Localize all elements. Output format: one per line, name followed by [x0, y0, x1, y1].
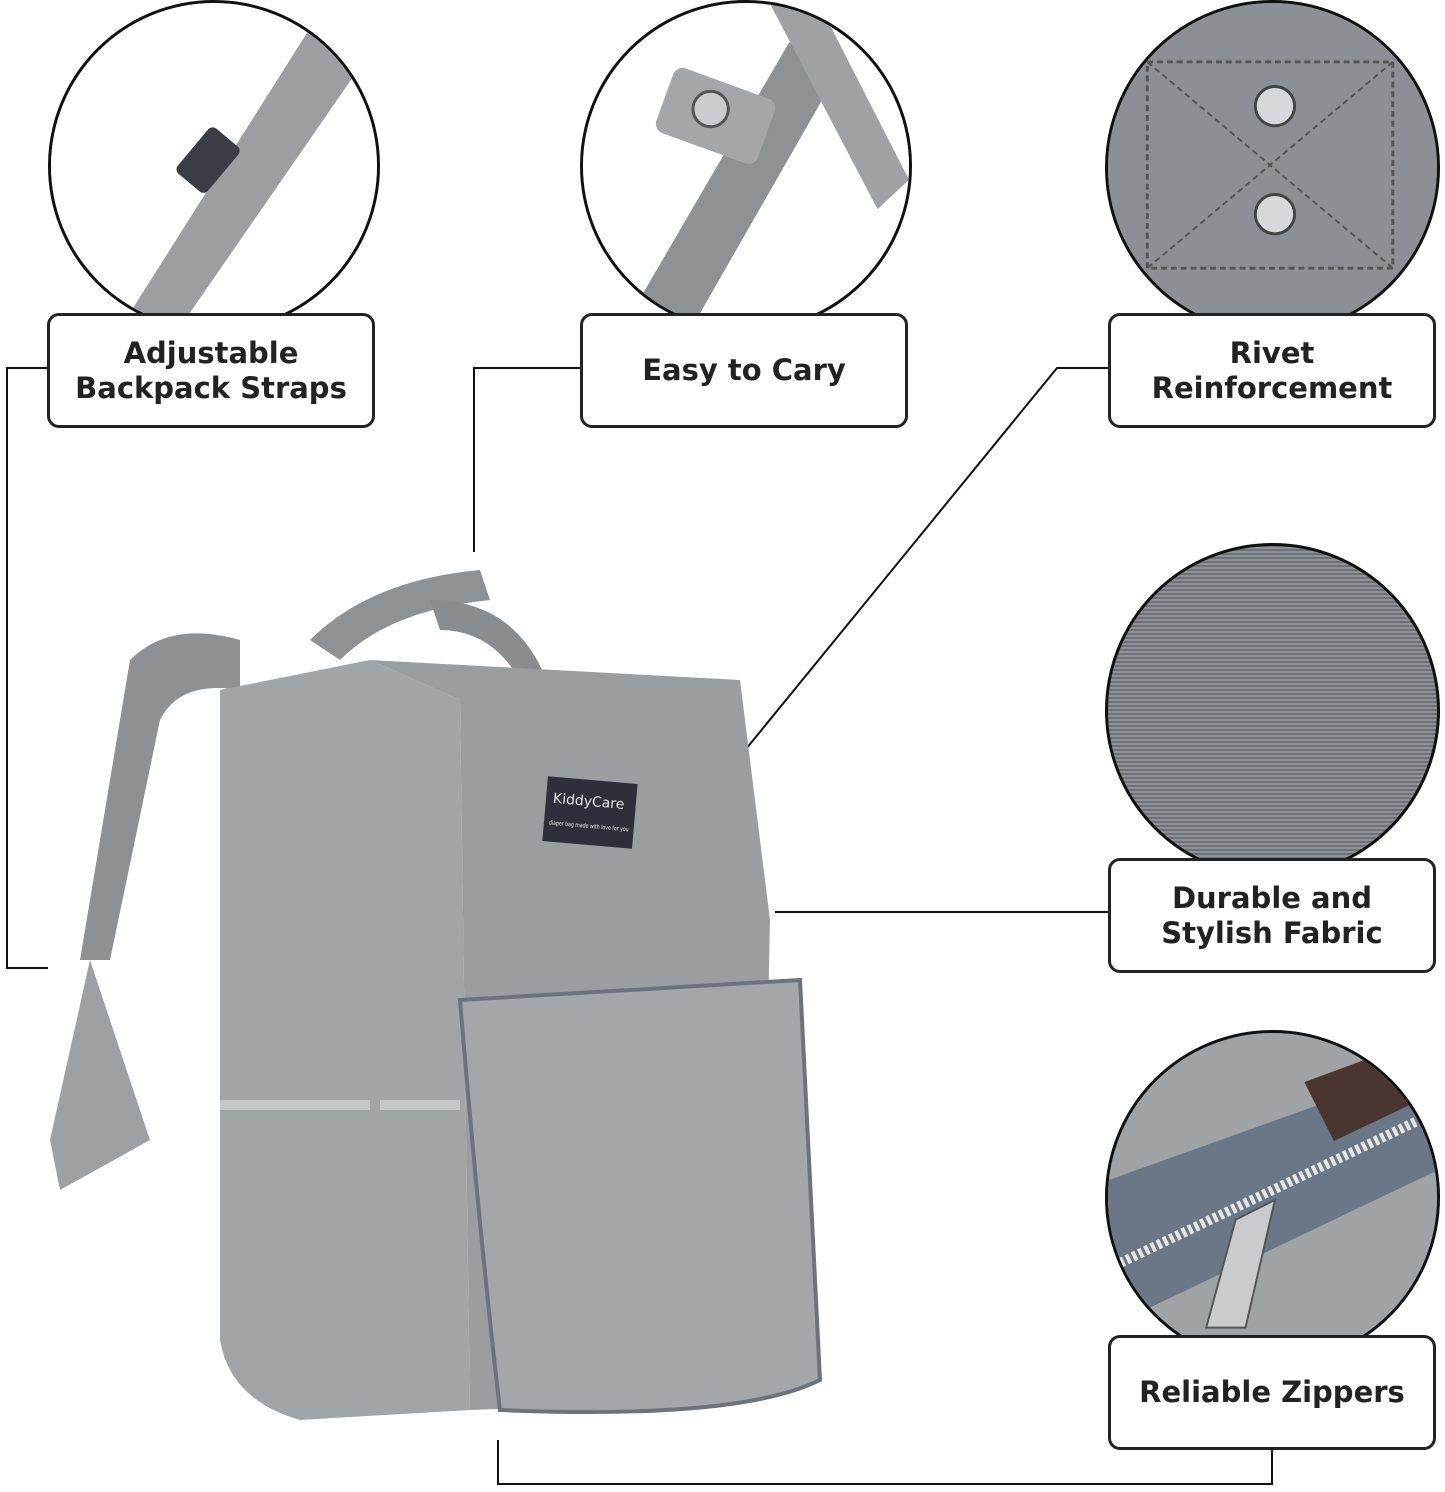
- label-line: Reinforcement: [1151, 370, 1393, 405]
- brand-logo: KiddyCare: [552, 791, 625, 813]
- label-line: Stylish Fabric: [1161, 915, 1383, 950]
- rivet-detail-image: [1105, 0, 1440, 335]
- strap-detail-image: [48, 0, 380, 332]
- brand-patch: KiddyCare diaper bag made with love for …: [542, 776, 638, 849]
- zipper-detail-image: [1105, 1030, 1440, 1365]
- backpack-image: KiddyCare diaper bag made with love for …: [50, 570, 823, 1420]
- label-line: Durable and: [1171, 880, 1372, 915]
- feature-label-zippers: Reliable Zippers: [1108, 1335, 1436, 1450]
- label-line: Reliable Zippers: [1139, 1375, 1405, 1409]
- label-line: Rivet: [1229, 335, 1315, 370]
- fabric-detail-image: [1105, 543, 1440, 878]
- label-line: Backpack Straps: [75, 370, 347, 405]
- handle-detail-image: [580, 0, 912, 332]
- label-line: Easy to Cary: [642, 353, 846, 387]
- feature-label-carry: Easy to Cary: [580, 313, 908, 428]
- label-line: Adjustable: [123, 335, 299, 370]
